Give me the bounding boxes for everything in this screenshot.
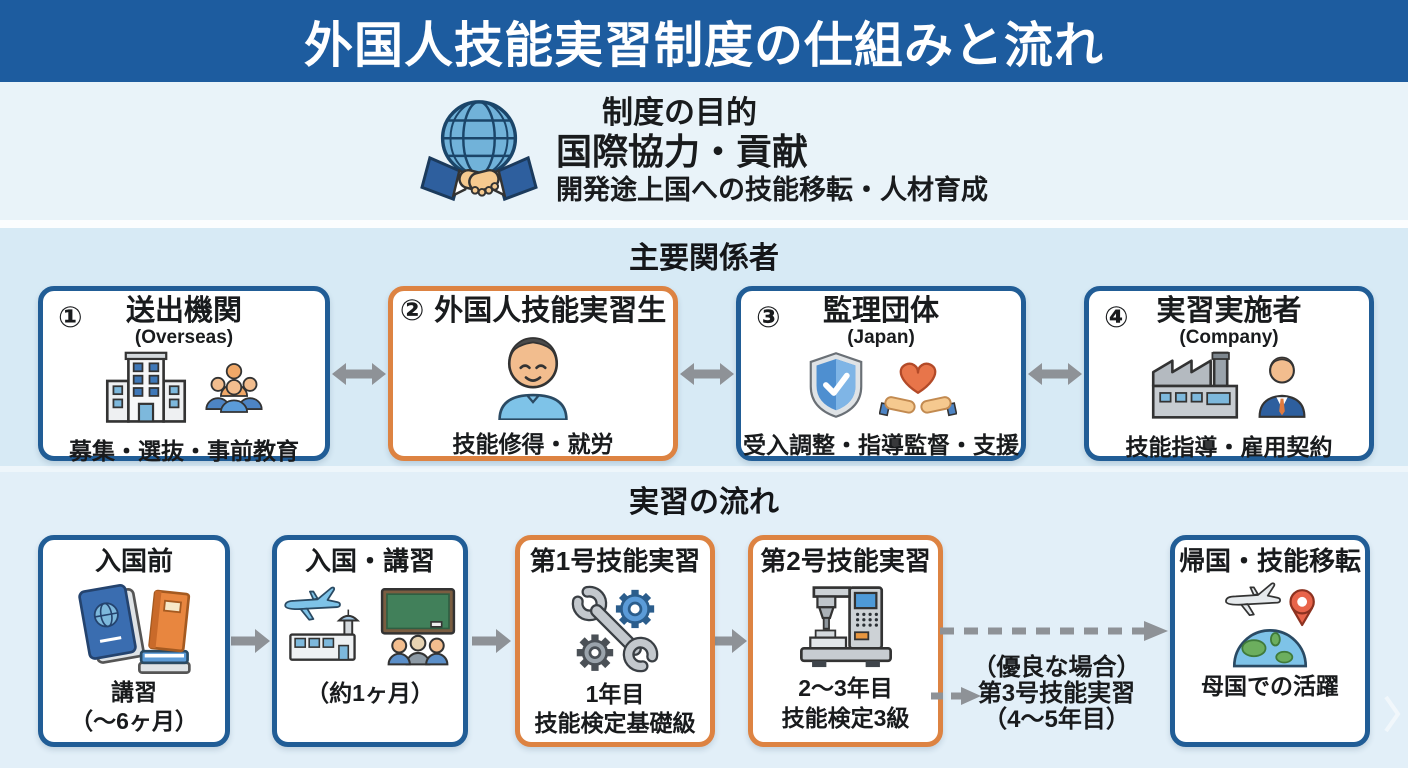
purpose-main: 国際協力・貢献 xyxy=(556,131,809,173)
optional-path-zone: （優良な場合） 第3号技能実習 （4〜5年目） xyxy=(931,535,1171,747)
flow-step-note: 講習 （〜6ヶ月） xyxy=(70,678,198,735)
flow-step-note: 1年目 技能検定基礎級 xyxy=(534,680,696,737)
title-bar: 外国人技能実習制度の仕組みと流れ xyxy=(0,0,1408,82)
optional-path-name: 第3号技能実習 xyxy=(977,680,1136,708)
flow-step-title: 帰国・技能移転 xyxy=(1178,546,1361,576)
stakeholder-card-sending-org: ① 送出機関 (Overseas) xyxy=(38,286,330,464)
dashed-arrow-icon xyxy=(940,619,1171,648)
stakeholder-name: 実習実施者 xyxy=(1156,295,1302,327)
stakeholder-subtitle: (Overseas) xyxy=(134,327,234,349)
double-arrow-icon xyxy=(330,359,388,389)
classroom-icon xyxy=(377,586,459,671)
flow-step-return-home: 帰国・技能移転 母 xyxy=(1170,535,1370,747)
flow-step-note: 母国での活躍 xyxy=(1201,673,1339,700)
optional-path-text: （優良な場合） 第3号技能実習 （4〜5年目） xyxy=(943,654,1170,734)
stakeholder-card-company: ④ 実習実施者 (Company) xyxy=(1084,286,1374,461)
stakeholder-description: 技能修得・就労 xyxy=(452,431,614,458)
stakeholder-name: 監理団体 xyxy=(822,295,939,327)
next-chevron-icon xyxy=(1384,695,1402,738)
section-divider xyxy=(0,220,1408,228)
building-icon xyxy=(102,349,190,432)
stakeholder-icons xyxy=(482,328,584,425)
flow-row: 入国前 xyxy=(0,521,1408,747)
stakeholder-subtitle: (Company) xyxy=(1179,327,1279,349)
businessman-icon xyxy=(1254,352,1310,425)
return-home-globe-icon xyxy=(1220,578,1320,673)
right-arrow-icon xyxy=(715,626,748,656)
flow-step-before-entry: 入国前 xyxy=(38,535,230,747)
optional-path-period: （4〜5年目） xyxy=(983,706,1130,734)
wrench-gears-icon xyxy=(563,578,667,680)
purpose-section: 制度の目的 国際協力・貢献 開発途上国への技能移転・人材育成 xyxy=(0,82,1408,220)
flow-step-title: 入国・講習 xyxy=(304,546,435,576)
stakeholder-number: ② xyxy=(399,295,425,327)
flow-step-entry-training: 入国・講習 xyxy=(272,535,468,747)
stakeholder-description: 受入調整・指導監督・支援 xyxy=(743,432,1019,459)
stakeholder-number: ① xyxy=(58,302,83,334)
stakeholder-description: 募集・選抜・事前教育 xyxy=(69,438,299,465)
stakeholder-description: 技能指導・雇用契約 xyxy=(1125,434,1333,461)
section-divider xyxy=(0,466,1408,472)
stakeholder-card-trainee: ② 外国人技能実習生 xyxy=(388,286,678,461)
milling-machine-icon xyxy=(796,578,896,675)
flow-heading: 実習の流れ xyxy=(629,486,779,519)
globe-handshake-icon xyxy=(420,93,538,209)
passport-books-icon xyxy=(71,578,197,678)
right-arrow-icon xyxy=(230,626,272,656)
purpose-heading: 制度の目的 xyxy=(602,94,757,130)
hands-heart-icon xyxy=(878,349,958,426)
stakeholders-heading: 主要関係者 xyxy=(629,242,779,275)
stakeholders-row: ① 送出機関 (Overseas) xyxy=(0,277,1408,464)
purpose-text: 制度の目的 国際協力・貢献 開発途上国への技能移転・人材育成 xyxy=(556,95,988,208)
trainee-person-icon xyxy=(482,328,584,425)
optional-path-note: （優良な場合） xyxy=(972,654,1141,681)
people-group-icon xyxy=(202,358,266,423)
stakeholder-name: 送出機関 xyxy=(125,295,242,327)
stakeholder-icons xyxy=(102,349,266,432)
flow-step-title: 第2号技能実習 xyxy=(760,546,931,576)
stakeholder-subtitle: (Japan) xyxy=(847,327,915,349)
airport-plane-icon xyxy=(281,578,371,679)
page-title: 外国人技能実習制度の仕組みと流れ xyxy=(303,18,1104,73)
flow-step-title: 第1号技能実習 xyxy=(529,546,701,576)
flow-step-training-1: 第1号技能実習 xyxy=(515,535,715,747)
double-arrow-icon xyxy=(678,359,736,389)
shield-check-icon xyxy=(805,350,867,425)
flow-step-note: （約1ヶ月） xyxy=(306,679,434,706)
flow-step-training-2: 第2号技能実習 xyxy=(748,535,943,747)
stakeholders-section: 主要関係者 ① 送出機関 (Overseas) xyxy=(0,228,1408,466)
purpose-sub: 開発途上国への技能移転・人材育成 xyxy=(556,174,988,205)
stakeholder-name: 外国人技能実習生 xyxy=(434,295,667,327)
stakeholder-number: ④ xyxy=(1104,302,1129,334)
stakeholder-icons xyxy=(805,349,958,426)
factory-icon xyxy=(1148,349,1242,428)
right-arrow-icon xyxy=(468,626,515,656)
stakeholder-card-supervising-org: ③ 監理団体 (Japan) xyxy=(736,286,1026,461)
flow-step-title: 入国前 xyxy=(94,546,173,576)
flow-step-icons xyxy=(281,578,459,679)
stakeholder-icons xyxy=(1148,349,1310,428)
double-arrow-icon xyxy=(1026,359,1084,389)
stakeholder-number: ③ xyxy=(756,302,781,334)
flow-step-note: 2〜3年目 技能検定3級 xyxy=(781,675,910,732)
flow-section: 実習の流れ 入国前 xyxy=(0,472,1408,768)
dashed-arrow-small-icon xyxy=(929,685,983,712)
